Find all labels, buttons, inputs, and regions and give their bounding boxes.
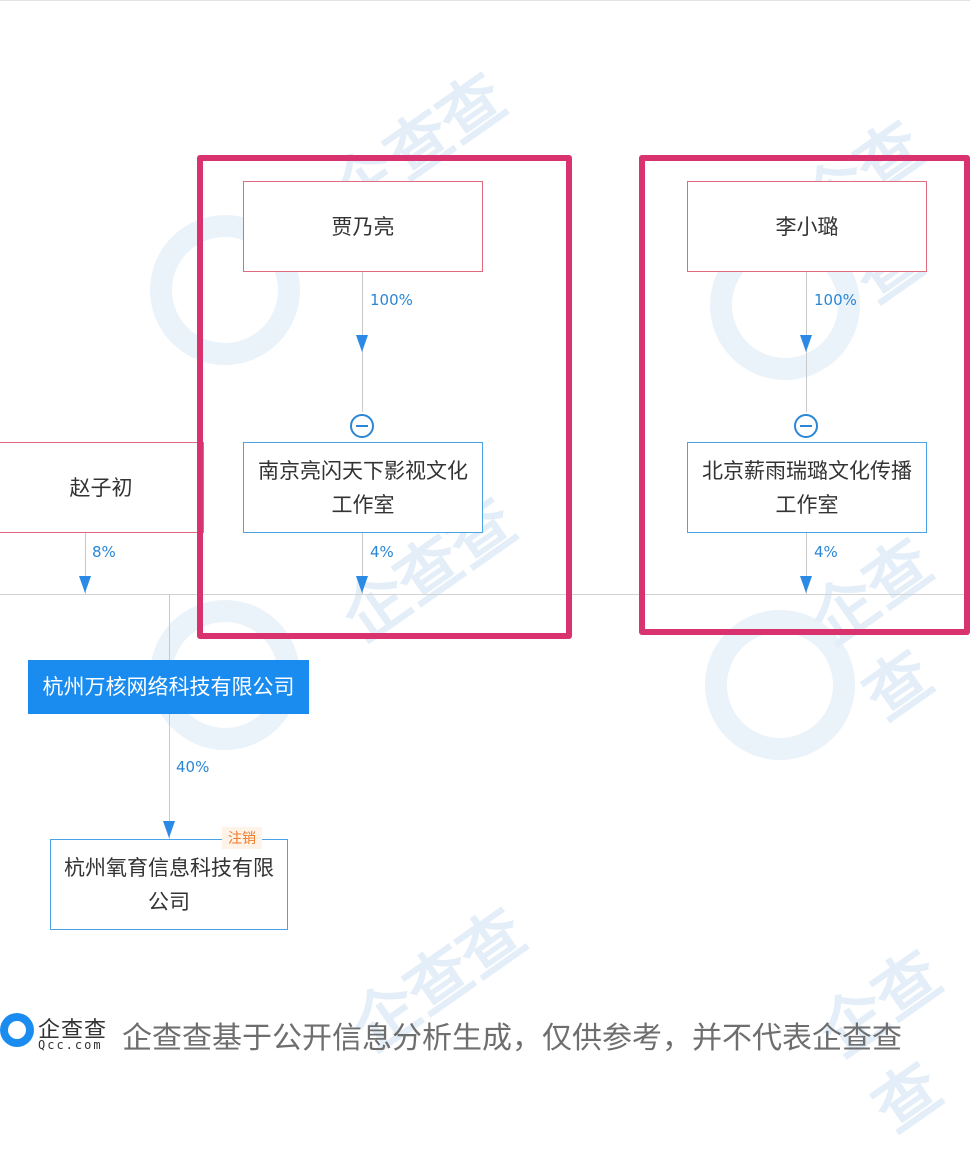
node-hangzhou-yangyu[interactable]: 杭州氧育信息科技有限 公司 (50, 839, 288, 930)
edge-percent: 40% (176, 758, 210, 776)
node-label-line1: 北京薪雨瑞璐文化传播 (702, 458, 912, 483)
node-label-line1: 杭州氧育信息科技有限 (64, 855, 274, 880)
edge-percent: 4% (814, 543, 838, 561)
collapse-icon[interactable] (350, 414, 374, 438)
node-label-line2: 公司 (148, 889, 190, 914)
disclaimer-text: 企查查基于公开信息分析生成，仅供参考，并不代表企查查 (122, 1021, 902, 1056)
highlight-box-left (197, 155, 572, 639)
arrow-down-icon (163, 821, 175, 838)
node-jia-nailiang[interactable]: 贾乃亮 (243, 181, 483, 272)
brand-domain: Qcc.com (38, 1038, 103, 1052)
node-label: 赵子初 (69, 475, 133, 500)
node-nanjing-studio[interactable]: 南京亮闪天下影视文化 工作室 (243, 442, 483, 533)
shareholder-bus-line (0, 594, 970, 595)
node-beijing-studio[interactable]: 北京薪雨瑞璐文化传播 工作室 (687, 442, 927, 533)
edge-line (806, 533, 807, 594)
node-label-line2: 工作室 (775, 492, 839, 517)
edge-line (169, 594, 170, 660)
edge-line (362, 533, 363, 594)
node-li-xiaolu[interactable]: 李小璐 (687, 181, 927, 272)
node-label-line1: 南京亮闪天下影视文化 (258, 458, 468, 483)
arrow-down-icon (800, 576, 812, 593)
qcc-logo-icon (0, 1013, 34, 1047)
arrow-down-icon (356, 335, 368, 352)
arrow-down-icon (79, 576, 91, 593)
brand-name: 企查查 (38, 1018, 108, 1043)
node-label-line2: 工作室 (331, 492, 395, 517)
edge-percent: 100% (370, 291, 413, 309)
node-hangzhou-wanhe[interactable]: 杭州万核网络科技有限公司 (28, 660, 309, 714)
node-label: 李小璐 (775, 214, 839, 239)
collapse-icon[interactable] (794, 414, 818, 438)
node-label: 贾乃亮 (331, 214, 395, 239)
edge-percent: 4% (370, 543, 394, 561)
status-badge: 注销 (222, 827, 262, 849)
edge-line (169, 714, 170, 839)
highlight-box-right (639, 155, 970, 635)
edge-percent: 8% (92, 543, 116, 561)
node-label: 杭州万核网络科技有限公司 (42, 675, 295, 699)
top-divider (0, 0, 970, 1)
edge-line (85, 533, 86, 594)
arrow-down-icon (356, 576, 368, 593)
node-zhao-zichu[interactable]: 赵子初 (0, 442, 204, 533)
edge-percent: 100% (814, 291, 857, 309)
arrow-down-icon (800, 335, 812, 352)
